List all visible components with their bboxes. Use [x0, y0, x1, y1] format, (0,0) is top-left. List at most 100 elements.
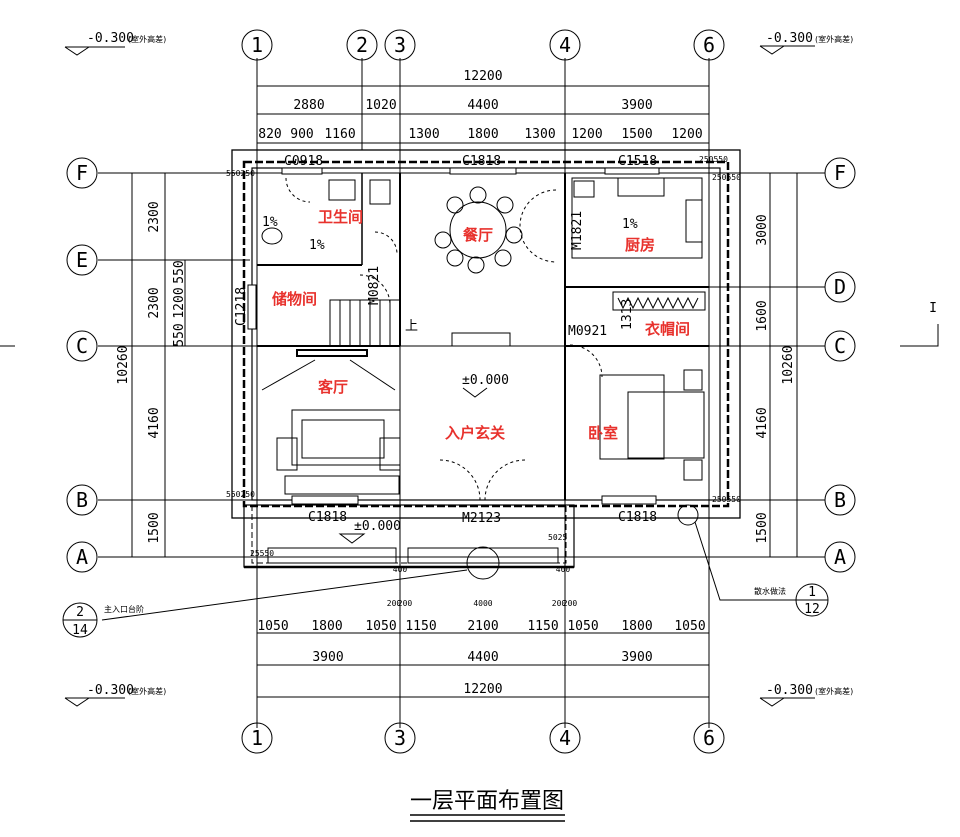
dim-top-l3-5: 1300: [524, 127, 555, 142]
mark-porch-left: 25550: [250, 549, 274, 558]
dim-left-l2-3: 1500: [147, 512, 162, 543]
elev-porch: ±0.000: [354, 519, 401, 534]
dim-bottom-s6: 200: [563, 599, 578, 608]
dim-bottom-l1-8: 1050: [674, 619, 705, 634]
axis-left-B: B: [76, 488, 88, 512]
room-bedroom: 卧室: [588, 424, 618, 442]
axis-right-B: B: [834, 488, 846, 512]
callout-steps-label: 主入口台阶: [104, 604, 144, 614]
dim-left-l3-0: 550: [172, 260, 187, 283]
label-m1313: 1313: [620, 299, 635, 330]
axis-top-4: 4: [559, 33, 571, 57]
axis-top-2: 2: [356, 33, 368, 57]
dim-bottom-l2-0: 3900: [312, 650, 343, 665]
dim-right-l2-1: 1600: [755, 300, 770, 331]
elev-floor: ±0.000: [462, 373, 509, 388]
dim-bottom-l1-4: 2100: [467, 619, 498, 634]
mark-kitchen-right: 250550: [699, 155, 728, 164]
dim-bottom-l2-1: 4400: [467, 650, 498, 665]
dim-top-l2-3: 3900: [621, 98, 652, 113]
dim-bottom-s2: 200: [387, 599, 402, 608]
axis-left-F: F: [76, 161, 88, 185]
label-m1821: M1821: [570, 211, 585, 250]
dim-top-l3-0: 820: [258, 127, 281, 142]
dim-right-l2-0: 3000: [755, 214, 770, 245]
dim-top-l2-1: 1020: [365, 98, 396, 113]
dim-left-total: 10260: [116, 345, 131, 384]
axis-left-E: E: [76, 248, 88, 272]
label-c1818-top: C1818: [462, 154, 501, 169]
drawing-title: 一层平面布置图: [410, 789, 564, 814]
dim-bottom-l1-3: 1150: [405, 619, 436, 634]
axis-right-F: F: [834, 161, 846, 185]
axis-right-C: C: [834, 334, 846, 358]
room-bathroom: 卫生间: [318, 208, 363, 226]
dim-top-l3-2: 1160: [324, 127, 355, 142]
dim-right-total: 10260: [781, 345, 796, 384]
callout-steps-sheet: 14: [72, 623, 88, 638]
axis-left-C: C: [76, 334, 88, 358]
dim-bottom-l1-2: 1050: [365, 619, 396, 634]
mark-f-right: 250550: [712, 173, 741, 182]
dim-left-l3-2: 550: [172, 323, 187, 346]
dim-top-l3-1: 900: [290, 127, 313, 142]
callout-drain-label: 散水做法: [754, 586, 786, 596]
dim-bottom-l1-1: 1800: [311, 619, 342, 634]
dim-bottom-s4: 4000: [473, 599, 492, 608]
mark-porch-right: 5025: [548, 533, 567, 542]
dim-right-l2-2: 4160: [755, 407, 770, 438]
dim-bottom-s3: 200: [398, 599, 413, 608]
section-mark: I: [929, 301, 937, 316]
elev-tr: -0.300: [766, 31, 813, 46]
label-m2123: M2123: [462, 511, 501, 526]
elev-br: -0.300: [766, 683, 813, 698]
callout-steps-num: 2: [76, 605, 84, 620]
dim-bottom-l1-6: 1050: [567, 619, 598, 634]
elev-tr-note: (室外高差): [815, 34, 853, 44]
slope-bath1: 1%: [262, 215, 278, 230]
dim-left-l2-0: 2300: [147, 201, 162, 232]
callout-drain-num: 1: [808, 585, 816, 600]
dim-bottom-s5: 200: [552, 599, 567, 608]
callout-drain-sheet: 12: [804, 602, 820, 617]
dim-top-l2-0: 2880: [293, 98, 324, 113]
dim-bottom-l1-0: 1050: [257, 619, 288, 634]
axis-bottom-3: 3: [394, 726, 406, 750]
dim-top-l3-7: 1500: [621, 127, 652, 142]
room-storage: 储物间: [272, 290, 317, 308]
slope-bath2: 1%: [309, 238, 325, 253]
dim-left-l3-1: 1200: [172, 287, 187, 318]
label-m0921: M0921: [568, 324, 607, 339]
dim-bottom-l2-2: 3900: [621, 650, 652, 665]
mark-b-right: 250550: [712, 495, 741, 504]
axis-bottom-1: 1: [251, 726, 263, 750]
label-m0821: M0821: [367, 266, 382, 305]
axis-left-A: A: [76, 545, 88, 569]
dim-bottom-l1-5: 1150: [527, 619, 558, 634]
dim-right-l2-3: 1500: [755, 512, 770, 543]
elev-br-note: (室外高差): [815, 686, 853, 696]
room-living: 客厅: [317, 378, 348, 396]
dim-bottom-total: 12200: [463, 682, 502, 697]
axis-right-A: A: [834, 545, 846, 569]
dim-left-l2-1: 2300: [147, 287, 162, 318]
dim-top-l3-4: 1800: [467, 127, 498, 142]
axis-top-1: 1: [251, 33, 263, 57]
label-c1218: C1218: [234, 287, 249, 326]
elev-bl: -0.300: [87, 683, 134, 698]
elev-bl-note: (室外高差): [128, 686, 166, 696]
dim-top-l3-6: 1200: [571, 127, 602, 142]
axis-bottom-4: 4: [559, 726, 571, 750]
dim-top-total: 12200: [463, 69, 502, 84]
axis-top-6: 6: [703, 33, 715, 57]
mark-f-left: 550250: [226, 169, 255, 178]
axis-bottom-6: 6: [703, 726, 715, 750]
label-c1518: C1518: [618, 154, 657, 169]
mark-b-left: 550250: [226, 490, 255, 499]
room-entrance: 入户玄关: [445, 424, 505, 442]
stair-up-label: 上: [405, 319, 418, 334]
room-dining: 餐厅: [463, 226, 493, 244]
elev-tl-note: (室外高差): [128, 34, 166, 44]
axis-right-D: D: [834, 275, 846, 299]
dim-bottom-s1: 400: [556, 565, 571, 574]
